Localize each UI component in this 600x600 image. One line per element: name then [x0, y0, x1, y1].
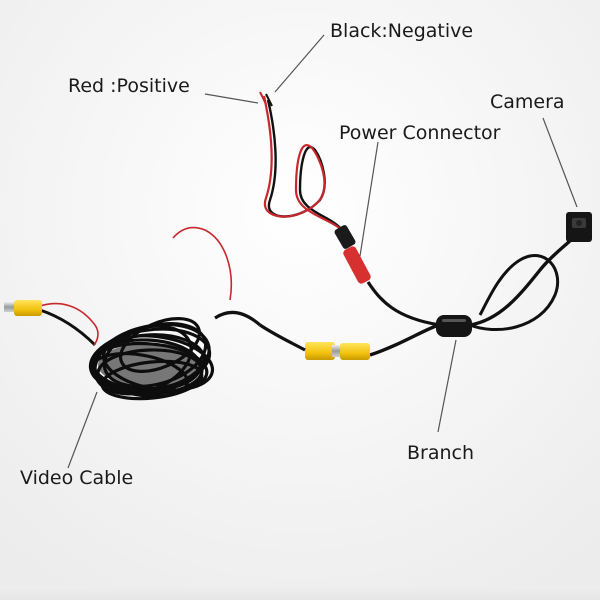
label-branch: Branch	[407, 442, 475, 464]
red-wire-loose	[172, 226, 233, 301]
power-connector	[334, 225, 441, 327]
label-camera: Camera	[490, 91, 565, 113]
rca-connector-middle	[259, 323, 370, 360]
bottom-strip	[0, 585, 600, 600]
label-video-cable: Video Cable	[20, 467, 134, 489]
camera	[469, 212, 592, 332]
power-leads	[259, 91, 345, 233]
leader-lines	[67, 34, 578, 469]
coil-to-connector-cable	[214, 310, 262, 327]
label-power-connector: Power Connector	[339, 122, 501, 144]
coil-shadow	[98, 343, 202, 387]
label-black-negative: Black:Negative	[330, 20, 474, 42]
rca-connector-left	[4, 300, 99, 347]
branch-junction	[436, 315, 472, 337]
video-line	[369, 324, 437, 357]
label-red-positive: Red :Positive	[68, 75, 190, 97]
